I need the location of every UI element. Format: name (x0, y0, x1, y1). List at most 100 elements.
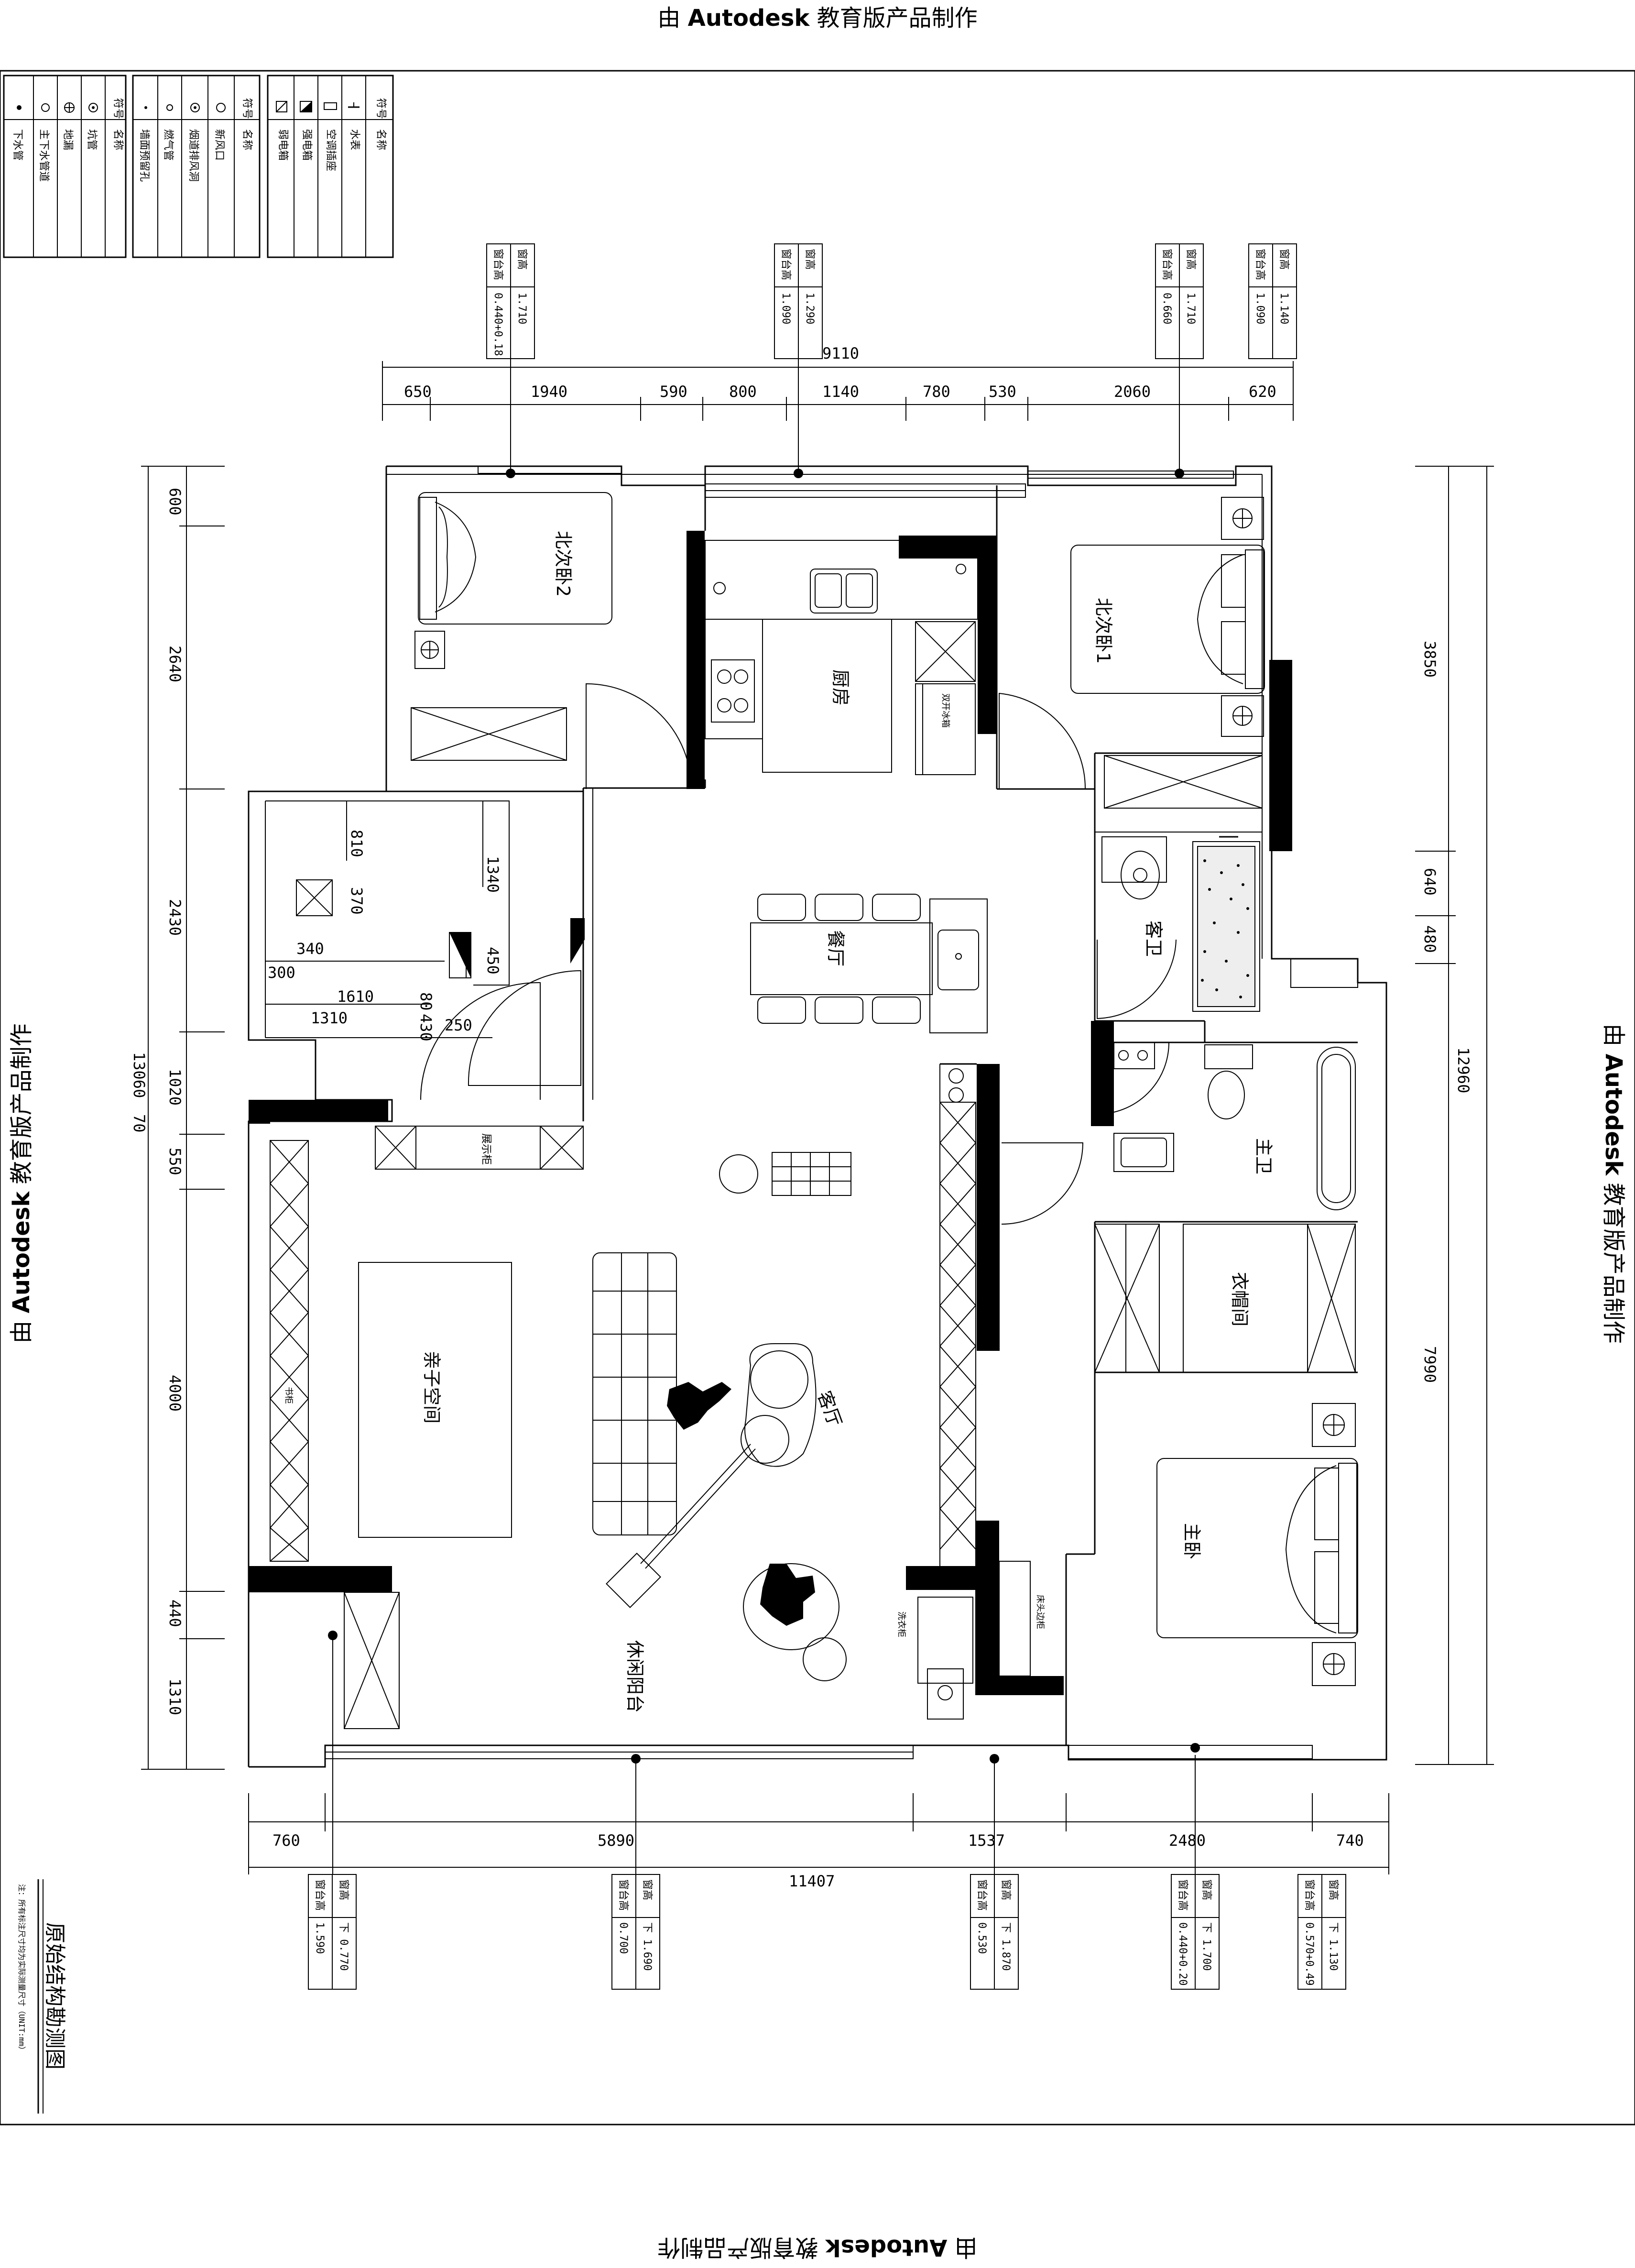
room-label-master-bath: 主卫 (1253, 1138, 1274, 1174)
bottom-window-2-height-value: 下 1.690 (641, 1922, 653, 1971)
toilet (1204, 1044, 1253, 1069)
legend-rect-line-icon (324, 102, 337, 110)
right-dim-4: 7990 (1421, 1346, 1439, 1383)
top-window-2-sill-label: 窗台高 (780, 249, 792, 280)
vanity (1113, 1133, 1174, 1172)
bottom-window-5-height-value: 下 1.130 (1327, 1922, 1339, 1971)
bottom-dim-3: 1537 (968, 1831, 1005, 1850)
top-window-4-height-value: 1.140 (1278, 293, 1290, 324)
legend-gas-pipe-icon (166, 104, 173, 111)
top-window-3-height-label: 窗高 (1185, 249, 1197, 270)
structural-walls (249, 531, 1292, 1695)
bottom-window-1-height-label: 窗高 (338, 1879, 349, 1900)
bottom-window-2-sill-label: 窗台高 (617, 1879, 629, 1911)
door-master-bath (1001, 1142, 1084, 1225)
util-dim-810: 810 (348, 830, 366, 857)
util-dim-370: 370 (348, 887, 366, 915)
guest-bath-furniture: 客卫 (1101, 836, 1260, 1012)
door-guest-bath (1097, 939, 1177, 1019)
dining-furniture: 餐厅 (750, 894, 988, 1033)
top-window-1-height-label: 窗高 (516, 249, 528, 270)
bottom-window-1-height-value: 下 0.770 (338, 1922, 349, 1971)
legend-small-circle-icon (41, 103, 50, 112)
legend-dot-icon (17, 105, 22, 110)
top-window-2-height-value: 1.290 (804, 293, 816, 324)
display-cabinet (375, 1126, 584, 1170)
legend-table-2-row-2: 燃气管 (162, 129, 174, 161)
bottom-window-tag-4: 窗高 窗台高 下 1.700 0.440+0.20 (1171, 1874, 1220, 1990)
legend-fresh-air-icon (216, 103, 226, 112)
bottom-dim-4: 2480 (1169, 1831, 1206, 1850)
top-dim-6: 780 (923, 383, 950, 401)
nightstand (1312, 1403, 1356, 1447)
room-label-parent-child-space: 亲子空间 (421, 1351, 442, 1424)
cooktop (711, 659, 755, 723)
door-master-bath-inner (1097, 1042, 1169, 1115)
shower (1192, 841, 1260, 1012)
legend-table-2-name-header: 名称 (241, 129, 253, 150)
title-block: 原始结构勘测图 注：所有标注尺寸均为实际测量尺寸（UNIT:mm） (17, 1879, 67, 2114)
utility-room: 810 370 1340 340 300 450 1610 1310 80 43… (265, 800, 510, 1041)
cabinet-box (915, 621, 976, 682)
bottom-window-3-sill-label: 窗台高 (976, 1879, 988, 1911)
person-silhouette-icon (760, 1564, 815, 1626)
gas-pipe-icon (713, 582, 726, 594)
bottom-window-tag-2: 窗高 窗台高 下 1.690 0.700 (611, 1874, 660, 1990)
legend-table-3-row-1: 弱电箱 (277, 129, 289, 161)
legend-black-triangle-icon (300, 101, 312, 112)
top-window-4-sill-value: 1.090 (1254, 293, 1266, 324)
legend-small-dot-icon (144, 106, 147, 109)
room-label-dining: 餐厅 (825, 930, 846, 966)
door-bedroom-2 (586, 683, 692, 789)
legend-table-3-row-4: 水表 (349, 129, 360, 150)
top-dim-7: 530 (989, 383, 1016, 401)
kitchen-furniture: 双开冰箱 厨房 (705, 540, 978, 775)
room-label-cloakroom: 衣帽间 (1229, 1272, 1250, 1326)
util-dim-430: 430 (417, 1014, 435, 1041)
bedroom-storage-label: 床头边柜 (1035, 1595, 1045, 1629)
right-dim-3: 480 (1421, 925, 1439, 953)
bottom-window-tag-1: 窗高 窗台高 下 0.770 1.590 (308, 1874, 357, 1990)
top-dim-5: 1140 (822, 383, 859, 401)
right-total-dimension: 12960 (1454, 1047, 1472, 1093)
legend-table-2-symbol-header: 符号 (241, 98, 253, 119)
bottom-dim-1: 760 (272, 1831, 300, 1850)
left-dim-3: 2430 (166, 899, 184, 936)
master-bath-furniture: 主卫 (1113, 1042, 1356, 1210)
top-window-4-height-label: 窗高 (1278, 249, 1290, 270)
top-window-tag-3: 窗高 窗台高 1.710 0.660 (1155, 243, 1204, 359)
room-label-master-bedroom: 主卧 (1181, 1523, 1202, 1559)
bottom-total-dimension: 11407 (789, 1872, 835, 1890)
util-dim-1610: 1610 (337, 987, 374, 1006)
top-dim-4: 800 (729, 383, 757, 401)
left-dim-4: 1020 (166, 1069, 184, 1106)
floor-drain-box (296, 879, 333, 916)
north-bedroom-1-furniture: 北次卧1 (1070, 497, 1265, 809)
bottom-window-4-height-value: 下 1.700 (1200, 1922, 1212, 1971)
coffee-table (744, 1343, 817, 1467)
door-utility-2 (420, 982, 541, 1100)
legend-exhaust-icon (190, 103, 200, 112)
util-dim-450: 450 (484, 947, 502, 975)
wardrobe (1104, 755, 1263, 809)
bottom-window-3-sill-value: 0.530 (976, 1922, 988, 1954)
electric-box-icon (449, 932, 471, 978)
top-window-2-height-label: 窗高 (804, 249, 816, 270)
bed (418, 492, 612, 625)
interior-partitions (386, 485, 1358, 1745)
bottom-window-2-sill-value: 0.700 (617, 1922, 629, 1954)
room-label-living: 客厅 (814, 1388, 846, 1429)
sideboard (929, 898, 988, 1033)
bottom-dimension-chain: 760 5890 1537 2480 740 11407 (248, 1793, 1389, 1890)
top-window-2-sill-value: 1.090 (780, 293, 792, 324)
top-dim-3: 590 (660, 383, 687, 401)
cloakroom-furniture: 衣帽间 (1094, 1224, 1356, 1373)
top-dim-1: 650 (404, 383, 432, 401)
util-dim-1310: 1310 (311, 1009, 348, 1027)
top-window-1-sill-label: 窗台高 (492, 249, 504, 280)
fridge (915, 683, 976, 775)
left-dim-extra: 70 (130, 1114, 148, 1133)
legend-table-1-row-2: 主下水管道 (38, 129, 50, 182)
legend-table-2: 符号 名称 墙面预留孔 燃气管 烟道排风洞 新风口 (132, 75, 261, 258)
